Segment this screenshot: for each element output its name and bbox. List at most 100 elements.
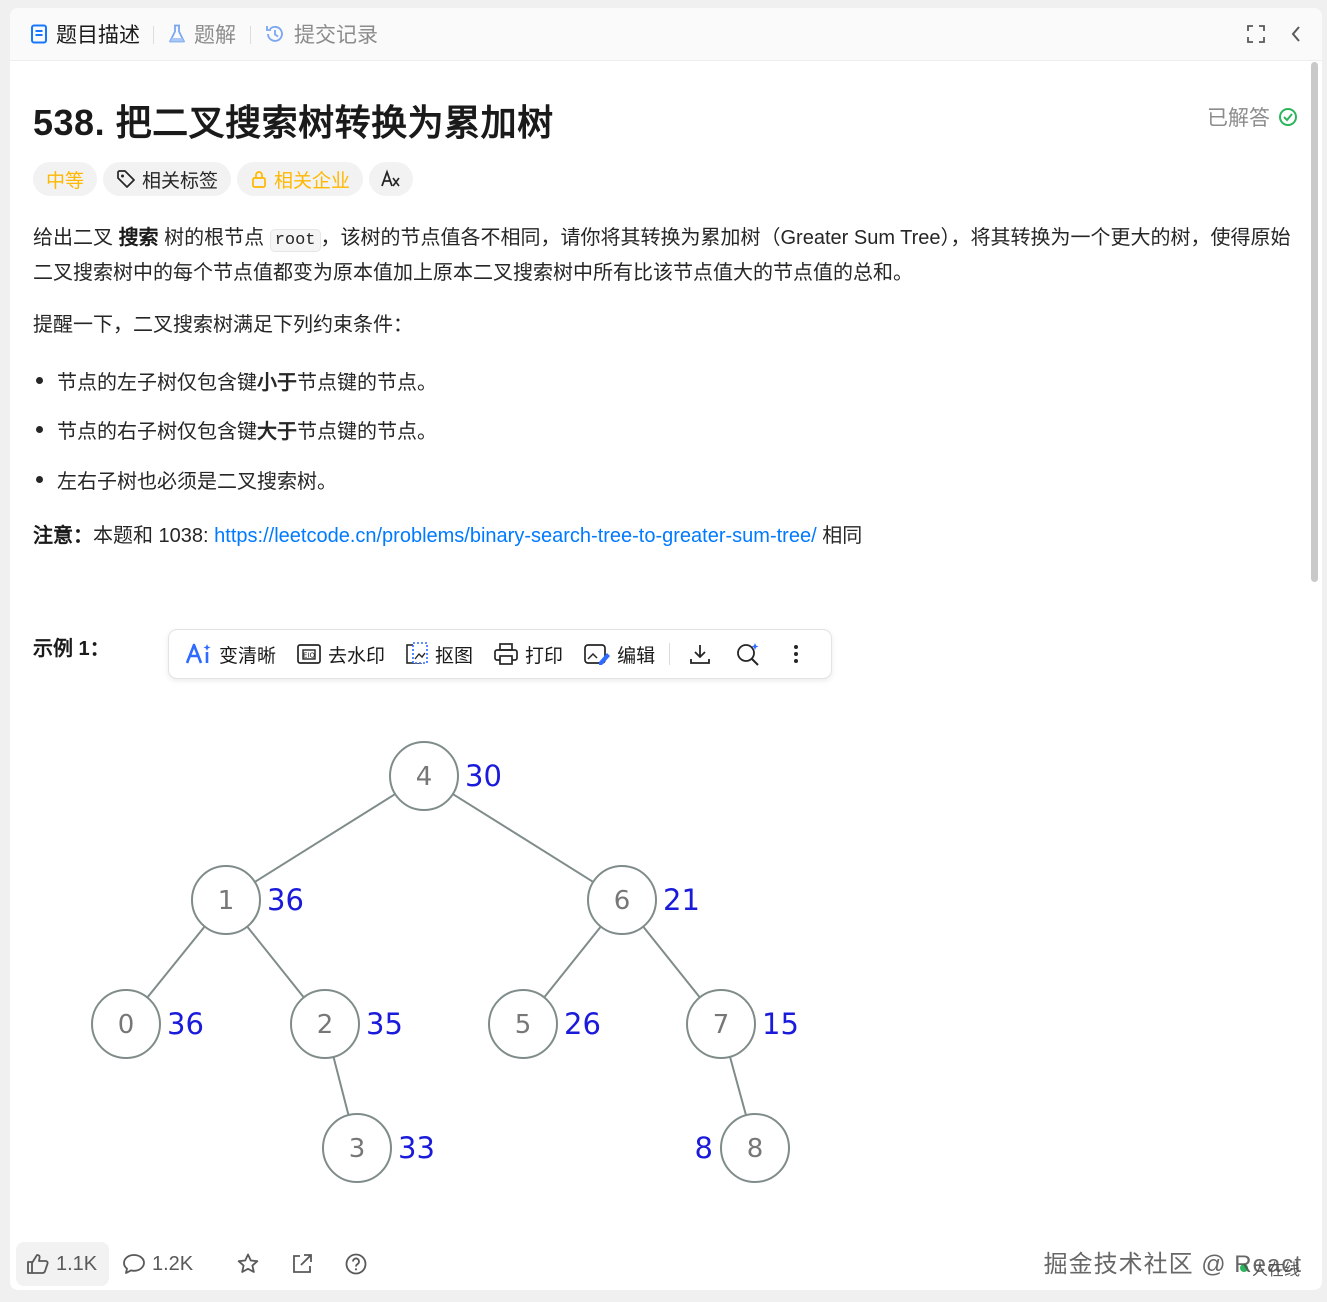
bullet-text: 节点的右子树仅包含键 [57,421,257,443]
print-label: 打印 [525,645,564,667]
translate-button[interactable] [369,162,414,196]
tree-node-sum: 26 [564,1007,601,1041]
fullscreen-icon [1247,25,1265,43]
tab-submissions-label: 提交记录 [294,24,378,47]
edit-image-icon [584,644,611,665]
cutout-icon [406,642,428,664]
bullet-bold: 小于 [257,372,297,394]
bullet-text: 节点键的节点。 [297,372,437,394]
edit-image-button[interactable]: 编辑 [583,641,655,668]
tree-node-key: 2 [317,1010,334,1040]
tab-submissions[interactable]: 提交记录 [264,18,378,50]
tree-node-key: 0 [118,1010,135,1040]
bullet-text: 左右子树也必须是二叉搜索树。 [57,471,337,493]
like-button[interactable]: 1.1K [16,1242,110,1286]
cutout-button[interactable]: 抠图 [405,641,473,668]
ai-icon [185,643,211,664]
cutout-label: 抠图 [435,645,474,667]
print-button[interactable]: 打印 [493,641,563,668]
tree-node [720,1113,790,1183]
problem-panel: 题目描述 题解 提交记录 538. 把二叉搜索树转换为累加树 已解答 [10,8,1322,1290]
tree-node-key: 6 [614,886,631,916]
reminder-text: 提醒一下，二叉搜索树满足下列约束条件： [33,314,413,336]
collapse-button[interactable] [1284,22,1308,46]
bullet-dot [36,426,43,433]
tree-node [488,989,558,1059]
solved-label: 已解答 [1207,107,1270,130]
chevron-left-icon [1291,26,1300,42]
remove-watermark-label: 去水印 [328,645,386,667]
bullet-text: 节点的左子树仅包含键 [57,372,257,394]
translate-icon [381,169,400,187]
tree-node [91,989,161,1059]
desc-bold: 搜索 [118,227,159,249]
tree-node [191,865,261,935]
online-label: 人在线 [1251,1262,1300,1279]
share-icon [293,1254,312,1273]
bottom-bar: 1.1K 1.2K 人在线 掘金技术社区 @ React [10,1240,1322,1290]
share-button[interactable] [290,1246,320,1282]
favorite-button[interactable] [236,1246,266,1282]
watermark-text: 掘金技术社区 @ React [1043,1251,1302,1278]
download-button[interactable] [686,640,714,668]
tab-divider [250,26,251,44]
image-search-button[interactable] [734,640,762,668]
tab-solutions-label: 题解 [194,24,236,47]
tree-node-key: 8 [747,1134,764,1164]
comments-button[interactable]: 1.2K [122,1246,193,1282]
difficulty-badge: 中等 [33,162,98,196]
scrollbar[interactable] [1311,62,1318,582]
note-text: 相同 [816,525,863,547]
tree-node-key: 5 [515,1010,532,1040]
tree-edge [332,1056,350,1116]
related-tags-label: 相关标签 [142,170,219,192]
tab-solutions[interactable]: 题解 [168,18,236,50]
bullet-dot [36,377,43,384]
tab-description[interactable]: 题目描述 [30,18,140,50]
tree-node-sum: 36 [267,883,304,917]
online-dot [1239,1264,1248,1272]
tree-edge [729,1056,747,1116]
online-count: 人在线 [1239,1256,1300,1280]
tree-edge [146,925,206,999]
tree-node-key: 3 [349,1134,366,1164]
fullscreen-button[interactable] [1244,22,1268,46]
related-tags-button[interactable]: 相关标签 [103,162,232,196]
note-link[interactable]: https://leetcode.cn/problems/binary-sear… [214,525,817,547]
star-icon [237,1253,259,1273]
comment-count: 1.2K [152,1252,194,1275]
lock-icon [252,171,266,188]
help-button[interactable] [344,1246,374,1282]
tree-edge [452,793,594,883]
tree-node [322,1113,392,1183]
document-icon [30,24,48,44]
tree-edge [246,925,305,999]
tree-node-sum: 35 [366,1007,403,1041]
edit-image-label: 编辑 [617,645,656,667]
thumbs-up-icon [27,1254,49,1274]
problem-description: 给出二叉 搜索 树的根节点 root，该树的节点值各不相同，请你将其转换为累加树… [33,222,1298,289]
example-label: 示例 1： [33,638,110,660]
inline-code: root [269,229,321,252]
remove-watermark-button[interactable]: EIQ 去水印 [296,641,385,668]
watermark-icon: EIQ [297,644,321,664]
desc-text: 给出二叉 [33,227,119,249]
history-icon [264,23,286,45]
note-paragraph: 注意：本题和 1038: https://leetcode.cn/problem… [33,520,1298,552]
desc-text: 树的根节点 [158,227,270,249]
tree-edge [543,925,602,999]
problem-title: 538. 把二叉搜索树转换为累加树 [33,102,554,143]
related-companies-button[interactable]: 相关企业 [237,162,364,196]
tree-node-key: 7 [713,1010,730,1040]
enhance-label: 变清晰 [219,645,277,667]
bullet-dot [36,476,43,483]
list-item: 左右子树也必须是二叉搜索树。 [33,465,337,494]
enhance-button[interactable]: 变清晰 [185,641,276,668]
search-icon [737,643,759,666]
toolbar-divider [669,643,671,665]
more-button[interactable] [782,640,810,668]
note-label: 注意： [33,525,93,547]
problem-chips: 中等 相关标签 相关企业 [33,162,414,196]
tree-node-sum: 30 [465,759,502,793]
